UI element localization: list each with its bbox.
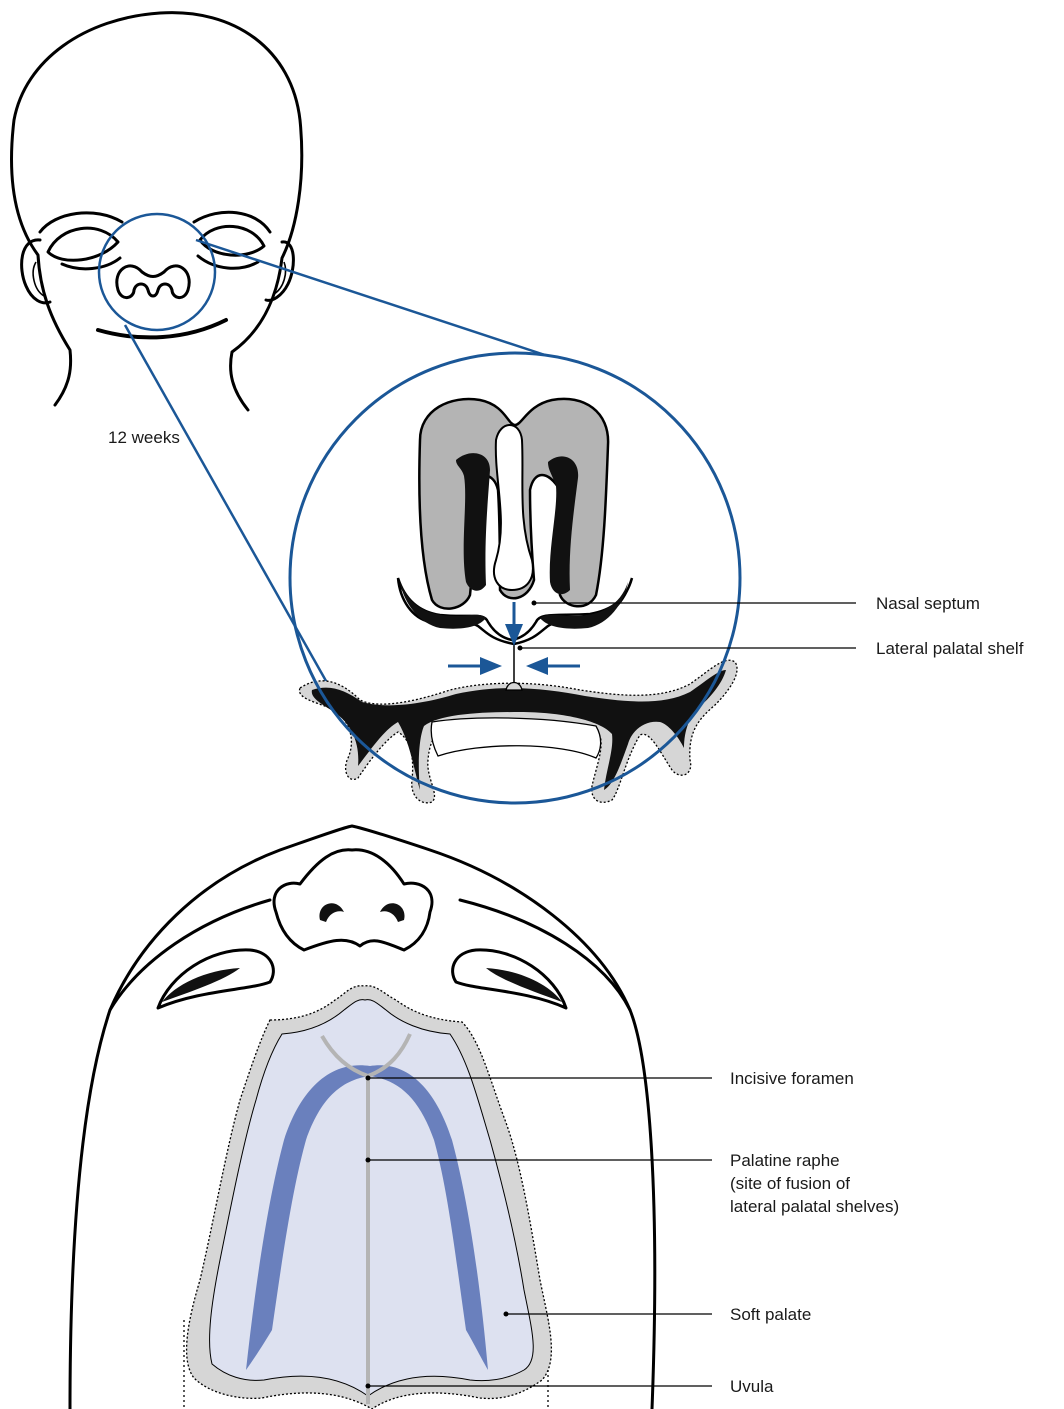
right-arrow-head: [480, 657, 502, 675]
head-outline: [12, 13, 302, 410]
palate-view-illustration: [70, 826, 655, 1409]
small-focus-circle: [99, 214, 215, 330]
right-eye-mound-fill: [486, 968, 562, 1002]
nasal-septum-label: Nasal septum: [876, 594, 980, 613]
incisive-foramen-label: Incisive foramen: [730, 1069, 854, 1088]
uvula-label: Uvula: [730, 1377, 774, 1396]
palatine-raphe-label-line3: lateral palatal shelves): [730, 1197, 899, 1216]
right-eye-lid: [194, 212, 270, 232]
coronal-section-illustration: [290, 353, 740, 803]
left-nostril: [319, 903, 344, 922]
nose: [117, 266, 189, 298]
palatine-raphe-label-line2: (site of fusion of: [730, 1174, 850, 1193]
lateral-palatal-shelf-label: Lateral palatal shelf: [876, 639, 1024, 658]
palatine-raphe-label-line1: Palatine raphe: [730, 1151, 840, 1170]
left-arrow-head: [526, 657, 548, 675]
left-cheek-curve: [110, 900, 270, 1010]
age-caption: 12 weeks: [108, 428, 180, 447]
right-nostril: [380, 903, 405, 922]
oral-cavity: [431, 718, 600, 758]
soft-palate-label: Soft palate: [730, 1305, 811, 1324]
nose-tip: [274, 850, 432, 950]
left-eye-mound-fill: [162, 968, 240, 1002]
